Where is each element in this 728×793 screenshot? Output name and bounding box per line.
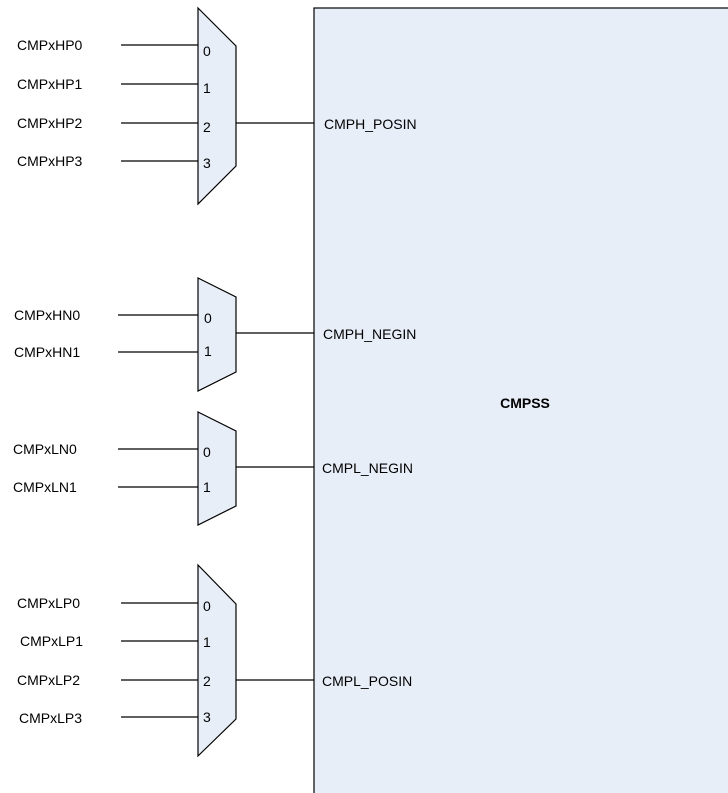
input-index: 0: [203, 444, 211, 460]
input-label: CMPxLP0: [17, 595, 80, 611]
input-index: 0: [204, 310, 212, 326]
cmpss-block-label: CMPSS: [500, 395, 550, 411]
output-label: CMPH_NEGIN: [323, 326, 416, 342]
input-index: 1: [203, 479, 211, 495]
input-index: 1: [204, 343, 212, 359]
output-label: CMPH_POSIN: [324, 116, 417, 132]
input-index: 2: [203, 119, 211, 135]
input-label: CMPxHP0: [17, 37, 83, 53]
input-index: 1: [203, 80, 211, 96]
input-index: 2: [203, 673, 211, 689]
cmpss-block: [313, 7, 728, 793]
mux-cmpl-posin: CMPxLP0 CMPxLP1 CMPxLP2 CMPxLP3 0 1 2 3 …: [17, 563, 412, 758]
input-label: CMPxHP3: [17, 153, 83, 169]
output-label: CMPL_NEGIN: [322, 460, 413, 476]
input-label: CMPxLP1: [20, 633, 83, 649]
mux-cmph-negin: CMPxHN0 CMPxHN1 0 1 CMPH_NEGIN: [14, 277, 416, 392]
input-label: CMPxLN0: [13, 441, 77, 457]
mux-body: [197, 411, 237, 526]
input-index: 3: [203, 155, 211, 171]
input-label: CMPxHP2: [17, 115, 83, 131]
mux-body: [197, 563, 237, 758]
input-label: CMPxLP2: [17, 672, 80, 688]
mux-body: [197, 6, 237, 206]
mux-cmph-posin: CMPxHP0 CMPxHP1 CMPxHP2 CMPxHP3 0 1 2 3 …: [17, 6, 417, 206]
mux-body: [197, 277, 237, 392]
input-label: CMPxLP3: [19, 710, 82, 726]
input-index: 0: [203, 598, 211, 614]
input-label: CMPxHN1: [14, 344, 80, 360]
input-label: CMPxLN1: [13, 479, 77, 495]
input-index: 3: [203, 709, 211, 725]
input-label: CMPxHN0: [14, 307, 80, 323]
input-label: CMPxHP1: [17, 76, 83, 92]
input-index: 1: [203, 634, 211, 650]
mux-cmpl-negin: CMPxLN0 CMPxLN1 0 1 CMPL_NEGIN: [13, 411, 413, 526]
input-index: 0: [203, 43, 211, 59]
output-label: CMPL_POSIN: [322, 673, 412, 689]
